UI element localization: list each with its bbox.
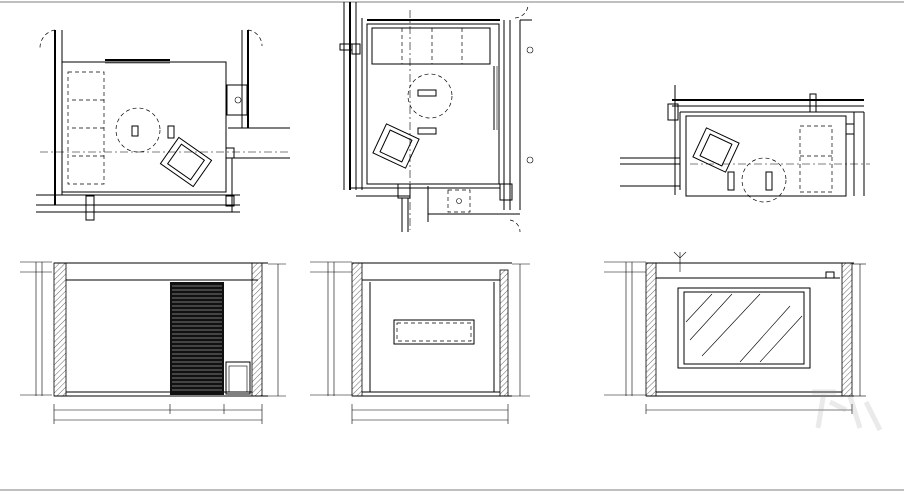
section-marker [673,251,687,259]
wall-section [841,262,853,397]
mirror-glass [683,291,805,365]
wall-section [645,262,657,397]
round-table [741,157,787,203]
watermark-logo [812,389,883,432]
plan-left [36,29,290,221]
cabinet [228,365,248,393]
fixture [727,171,735,191]
mirror-reflection-lines [685,293,803,363]
room-outline [61,61,227,193]
plan-center [339,2,534,233]
cabinet [225,361,251,395]
column [85,195,95,221]
column [845,123,855,135]
sofa [799,125,833,193]
door-handle [526,46,534,54]
fixture [167,125,175,139]
armchair [692,127,740,173]
wall-section [351,262,363,397]
column [225,195,235,207]
door-swing [514,5,529,19]
cabinet-symbol [456,198,462,204]
column [225,147,235,159]
door-swing [509,219,521,233]
door-swing [39,29,56,49]
armchair [159,136,213,188]
fixture [417,127,437,135]
door-handle [526,156,534,164]
fixture [765,171,773,191]
door-swing [247,29,263,47]
shutter-slats [172,285,222,391]
elevation-left [20,261,286,424]
mirror-frame [677,287,811,369]
shutter-panel [170,282,224,395]
fixture [131,125,139,137]
column [397,183,411,199]
cabinet [447,189,471,213]
wall-section [251,262,263,397]
fixture [417,89,437,97]
cabinet-row [371,27,491,65]
plan-right [620,85,870,203]
column [667,103,679,121]
elevation-right [604,251,866,414]
column [809,93,817,113]
round-table [115,107,161,153]
artwork-panel [393,319,475,345]
artwork-panel [396,322,472,342]
elevation-center [310,261,530,424]
wall-section [499,269,509,397]
column [499,183,513,201]
wall-section [53,262,67,397]
ceiling-detail [825,271,835,279]
room-outline [366,23,500,185]
cabinet-symbol [234,96,242,104]
cabinet [226,84,248,116]
column [351,43,361,55]
round-table [407,73,453,119]
armchair [372,123,420,169]
room-outline [685,115,847,197]
